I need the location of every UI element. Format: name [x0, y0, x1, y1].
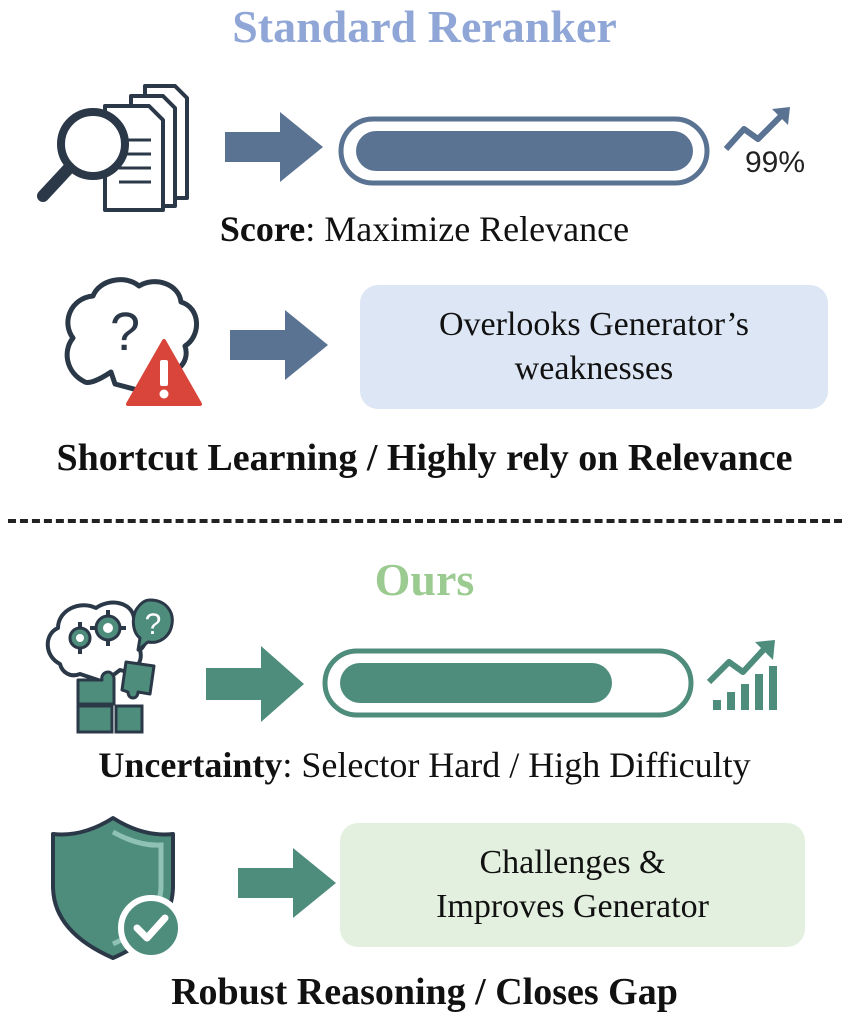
challenge-box: Challenges &Improves Generator: [340, 823, 805, 947]
section-divider: [8, 519, 842, 523]
relevance-score-bar: [338, 116, 710, 186]
documents-magnifier-icon: [37, 84, 189, 212]
ours-title: Ours: [374, 554, 475, 605]
standard-heading: Shortcut Learning / Highly rely on Relev…: [56, 437, 793, 479]
arrow-right-icon: [238, 848, 336, 918]
score-caption: Score: Maximize Relevance: [219, 209, 630, 249]
arrow-right-icon: [206, 646, 304, 722]
svg-text:?: ?: [145, 608, 162, 641]
bar-chart-trend-icon: [706, 640, 777, 710]
trend-up-icon: [723, 107, 790, 152]
score-percent: 99%: [745, 146, 806, 179]
ours-heading: Robust Reasoning / Closes Gap: [171, 971, 678, 1013]
uncertainty-caption: Uncertainty: Selector Hard / High Diffic…: [98, 745, 751, 785]
puzzle-icon: [76, 660, 156, 734]
arrow-right-icon: [230, 310, 328, 380]
svg-text:?: ?: [110, 302, 140, 362]
shield-check-icon: [51, 816, 184, 961]
arrow-right-icon: [225, 112, 323, 182]
uncertainty-bar: [322, 648, 694, 718]
brain-gears-icon: ?: [45, 598, 174, 684]
standard-reranker-title: Standard Reranker: [232, 1, 617, 52]
warning-icon: [126, 339, 202, 406]
